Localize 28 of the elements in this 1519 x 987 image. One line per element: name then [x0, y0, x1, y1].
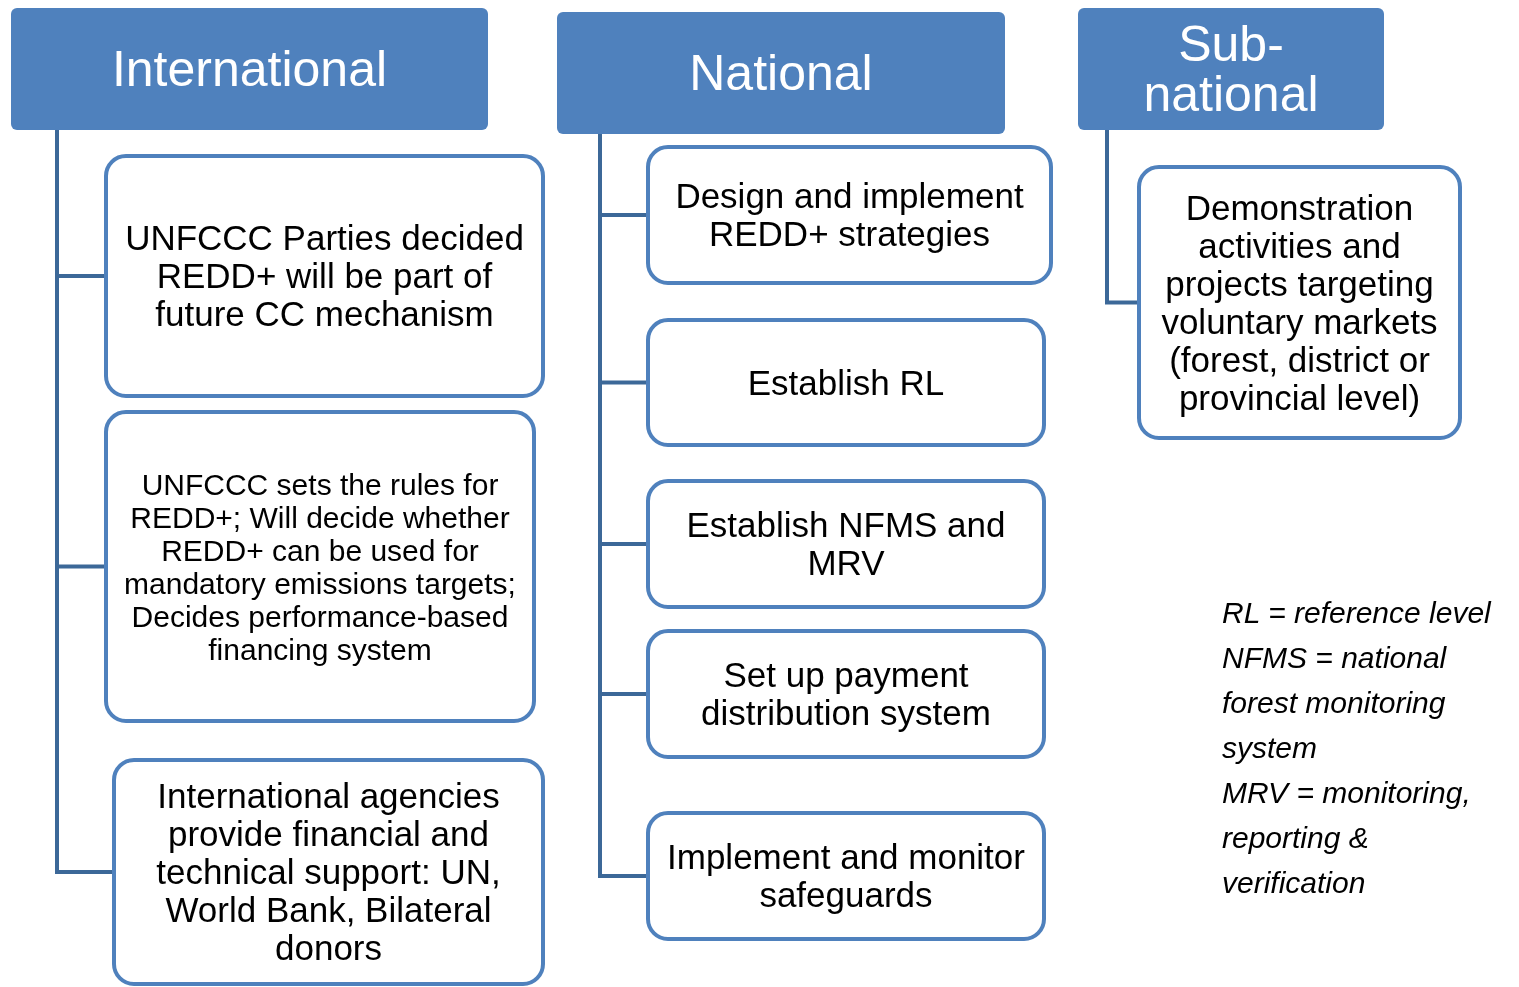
connector-line	[1105, 130, 1137, 305]
abbreviation-note: MRV = monitoring, reporting & verification	[1222, 775, 1472, 901]
box-text: Establish RL	[747, 363, 945, 402]
activity-box	[112, 758, 545, 986]
activity-box	[646, 145, 1053, 285]
level-header	[557, 12, 1005, 134]
box-text: Demonstration activities and projects targeting voluntary markets (forest, district or provincial level)	[1160, 188, 1439, 417]
box-text: UNFCCC Parties decided REDD+ will be part of future CC mechanism	[124, 219, 525, 333]
abbreviation-note: NFMS = national forest monitoring system	[1222, 640, 1448, 766]
box-text: Implement and monitor safeguards	[666, 838, 1026, 914]
activity-box	[1137, 165, 1462, 440]
box-text: Design and implement REDD+ strategies	[674, 177, 1025, 253]
activity-box	[104, 410, 536, 723]
activity-box	[104, 154, 545, 398]
header-text: Sub-national	[1142, 19, 1320, 119]
abbreviation-note: RL = reference level	[1222, 595, 1493, 631]
activity-box	[646, 479, 1046, 609]
level-header	[1078, 8, 1384, 130]
box-text: Set up payment distribution system	[700, 656, 992, 732]
header-text: International	[111, 44, 388, 94]
header-text: National	[689, 48, 873, 98]
activity-box	[646, 811, 1046, 941]
box-text: International agencies provide financial and technical support: UN, World Bank, Bilateral donors	[155, 777, 502, 967]
activity-box	[646, 629, 1046, 759]
activity-box	[646, 318, 1046, 447]
box-text: UNFCCC sets the rules for REDD+; Will decide whether REDD+ can be used for mandatory emissions targets; Decides performance-based financing system	[123, 467, 517, 666]
box-text: Establish NFMS and MRV	[685, 506, 1007, 582]
level-header	[11, 8, 488, 130]
